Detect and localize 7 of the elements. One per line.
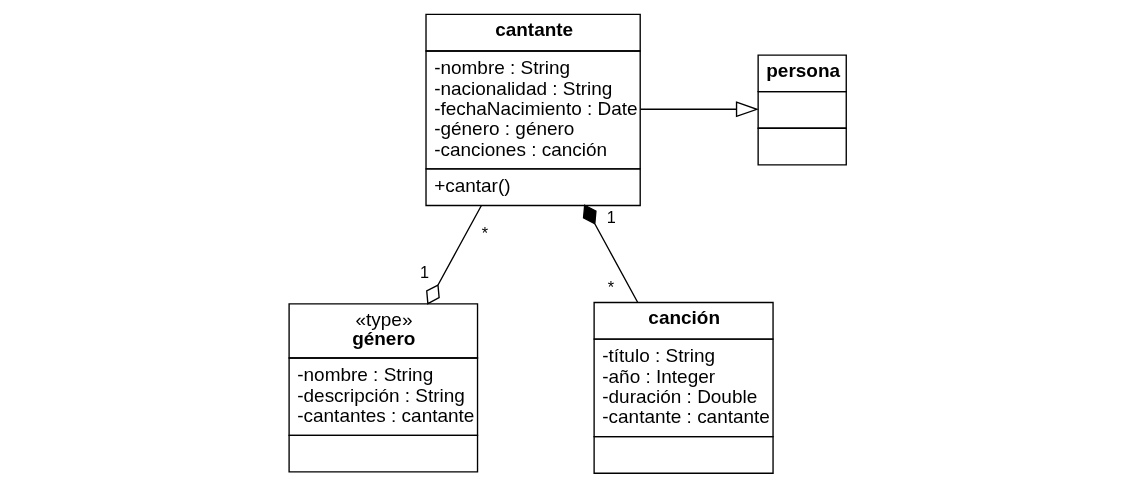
label: *: [481, 224, 489, 243]
connector: [582, 204, 639, 303]
label: 1: [420, 263, 430, 282]
connector: [426, 204, 483, 305]
label: 1: [606, 207, 616, 226]
label: *: [607, 278, 615, 297]
arrow: [639, 101, 759, 118]
